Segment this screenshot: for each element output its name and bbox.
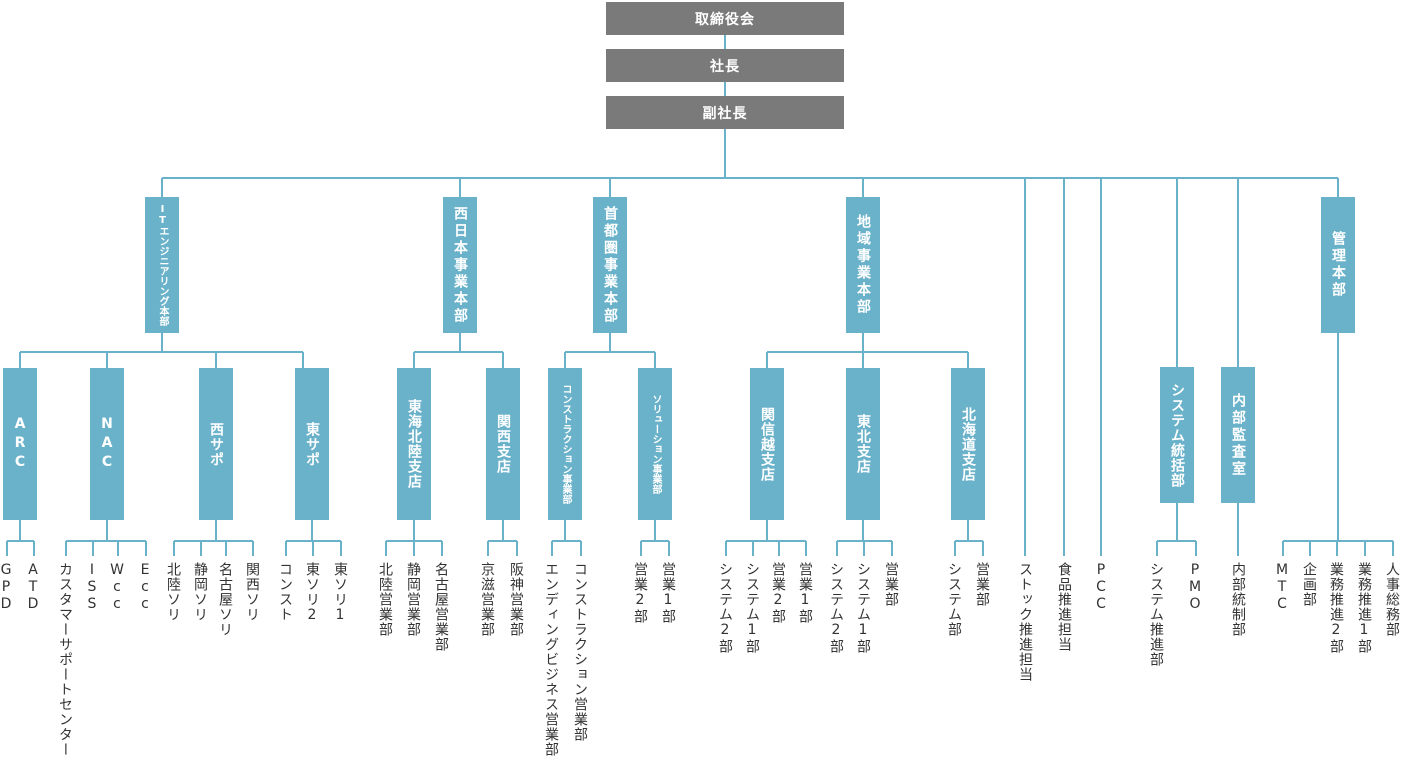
- hokkaido-label: 北海道支店: [960, 406, 976, 482]
- leaf-th-sys1: システム1部: [855, 562, 871, 654]
- tohoku-box: 東北支店: [846, 368, 880, 520]
- leaf-hk-sys: システム部: [946, 562, 962, 637]
- leaf-ks-sales2: 営業2部: [770, 562, 786, 624]
- leaf-biz-promo1: 業務推進1部: [1356, 562, 1372, 654]
- it-division-box: ITエンジニアリング本部: [145, 197, 179, 333]
- board-box: 取締役会: [606, 2, 844, 35]
- leaf-kansai-sori: 関西ソリ: [244, 562, 260, 622]
- board-label: 取締役会: [695, 11, 755, 28]
- nishi-sapo-label: 西サポ: [208, 421, 224, 467]
- leaf-stock: ストック推進担当: [1017, 562, 1033, 682]
- leaf-wcc: Wcc: [109, 562, 125, 613]
- leaf-gpd: GPD: [0, 562, 14, 613]
- regional-division-box: 地域事業本部: [846, 197, 880, 333]
- solution-box: ソリューション事業部: [638, 368, 672, 520]
- leaf-ks-sys2: システム2部: [717, 562, 733, 654]
- leaf-th-sales: 営業部: [883, 562, 899, 607]
- leaf-hokuriku-sales: 北陸営業部: [377, 562, 393, 637]
- leaf-keishi-sales: 京滋営業部: [479, 562, 495, 637]
- leaf-planning: 企画部: [1301, 562, 1317, 607]
- leaf-shizuoka-sori: 静岡ソリ: [192, 562, 208, 622]
- solution-label: ソリューション事業部: [650, 394, 661, 494]
- leaf-sales1: 営業1部: [660, 562, 676, 624]
- vice-president-box: 副社長: [606, 96, 844, 129]
- leaf-ecc: Ecc: [137, 562, 153, 613]
- arc-label: ARC: [12, 415, 28, 473]
- mgmt-division-box: 管理本部: [1321, 197, 1355, 333]
- leaf-nagoya-sales: 名古屋営業部: [433, 562, 449, 652]
- leaf-ks-sys1: システム1部: [744, 562, 760, 654]
- higashi-sapo-label: 東サポ: [304, 421, 320, 467]
- kansai-label: 関西支店: [495, 414, 511, 474]
- leaf-higashi-sori1: 東ソリ1: [332, 562, 348, 624]
- kansai-box: 関西支店: [486, 368, 520, 520]
- leaf-food: 食品推進担当: [1056, 562, 1072, 652]
- regional-division-label: 地域事業本部: [855, 214, 871, 316]
- higashi-sapo-box: 東サポ: [295, 368, 329, 520]
- nac-box: NAC: [90, 368, 124, 520]
- sys-division-label: システム統括部: [1169, 382, 1185, 488]
- nac-label: NAC: [99, 415, 115, 473]
- leaf-sys-promo: システム推進部: [1148, 562, 1164, 667]
- leaf-internal-control: 内部統制部: [1230, 562, 1246, 637]
- west-division-box: 西日本事業本部: [443, 197, 477, 333]
- it-division-label: ITエンジニアリング本部: [157, 204, 168, 326]
- capital-division-label: 首都圏事業本部: [602, 205, 618, 325]
- leaf-atd: ATD: [25, 562, 41, 613]
- president-label: 社長: [710, 58, 740, 75]
- leaf-th-sys2: システム2部: [828, 562, 844, 654]
- construction-label: コンストラクション事業部: [560, 384, 571, 504]
- leaf-hanshin-sales: 阪神営業部: [508, 562, 524, 637]
- leaf-shizuoka-sales: 静岡営業部: [405, 562, 421, 637]
- leaf-iss: ISS: [84, 562, 100, 613]
- sys-division-box: システム統括部: [1160, 367, 1194, 503]
- tokai-box: 東海北陸支店: [397, 368, 431, 520]
- leaf-nagoya-sori: 名古屋ソリ: [217, 562, 233, 637]
- nishi-sapo-box: 西サポ: [199, 368, 233, 520]
- capital-division-box: 首都圏事業本部: [593, 197, 627, 333]
- leaf-ending-biz: エンディングビジネス営業部: [543, 562, 559, 757]
- mgmt-division-label: 管理本部: [1330, 231, 1346, 299]
- construction-box: コンストラクション事業部: [548, 368, 582, 520]
- leaf-sales2: 営業2部: [632, 562, 648, 624]
- hokkaido-box: 北海道支店: [951, 368, 985, 520]
- leaf-construction-sales: コンストラクション営業部: [572, 562, 588, 742]
- arc-box: ARC: [3, 368, 37, 520]
- tokai-label: 東海北陸支店: [406, 399, 422, 489]
- kanshinetsu-label: 関信越支店: [759, 406, 775, 482]
- president-box: 社長: [606, 49, 844, 82]
- leaf-ks-sales1: 営業1部: [797, 562, 813, 624]
- vice-president-label: 副社長: [702, 105, 748, 122]
- leaf-hk-sales: 営業部: [974, 562, 990, 607]
- leaf-pcc: PCC: [1093, 562, 1109, 613]
- audit-division-box: 内部監査室: [1221, 367, 1255, 503]
- leaf-hr-general: 人事総務部: [1384, 562, 1400, 637]
- leaf-const: コンスト: [277, 562, 293, 622]
- tohoku-label: 東北支店: [855, 414, 871, 474]
- leaf-customer-support: カスタマーサポートセンター: [57, 562, 73, 757]
- audit-division-label: 内部監査室: [1230, 392, 1246, 478]
- kanshinetsu-box: 関信越支店: [750, 368, 784, 520]
- leaf-pmo: PMO: [1187, 562, 1203, 613]
- leaf-higashi-sori2: 東ソリ2: [304, 562, 320, 624]
- leaf-biz-promo2: 業務推進2部: [1328, 562, 1344, 654]
- leaf-hokuriku-sori: 北陸ソリ: [165, 562, 181, 622]
- west-division-label: 西日本事業本部: [452, 205, 468, 325]
- leaf-mtc: MTC: [1274, 562, 1290, 613]
